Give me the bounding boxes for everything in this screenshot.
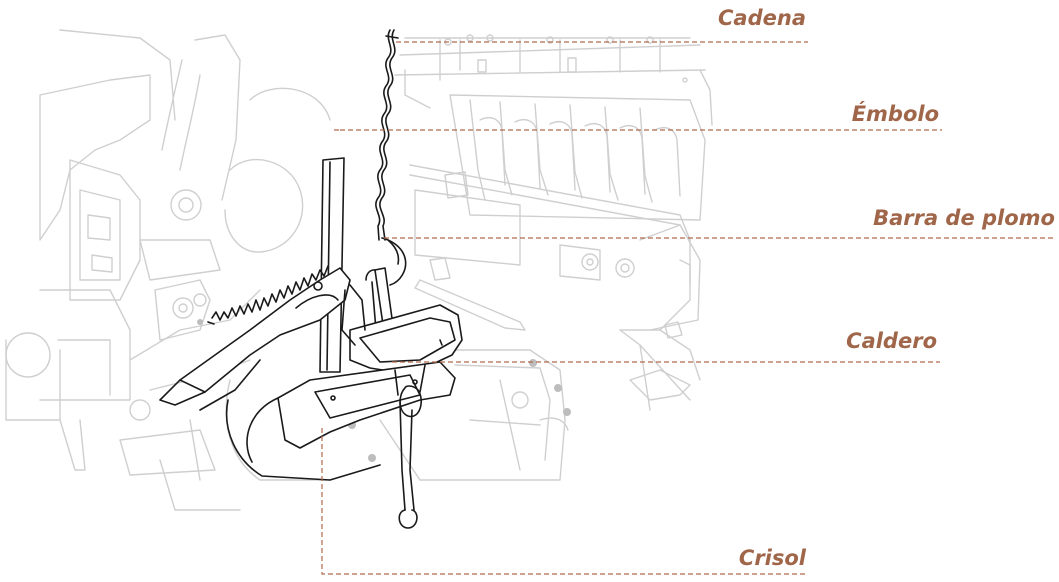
machine-background [5,29,713,511]
label-cadena: Cadena [718,6,806,30]
label-caldero: Caldero [846,329,937,353]
label-crisol: Crisol [738,546,806,570]
screw-dots [197,319,571,462]
leader-crisol [321,428,808,575]
label-embolo: Émbolo [851,102,939,126]
main-parts [159,29,463,529]
label-barra-de-plomo: Barra de plomo [873,206,1055,230]
leader-lines [321,41,1056,575]
